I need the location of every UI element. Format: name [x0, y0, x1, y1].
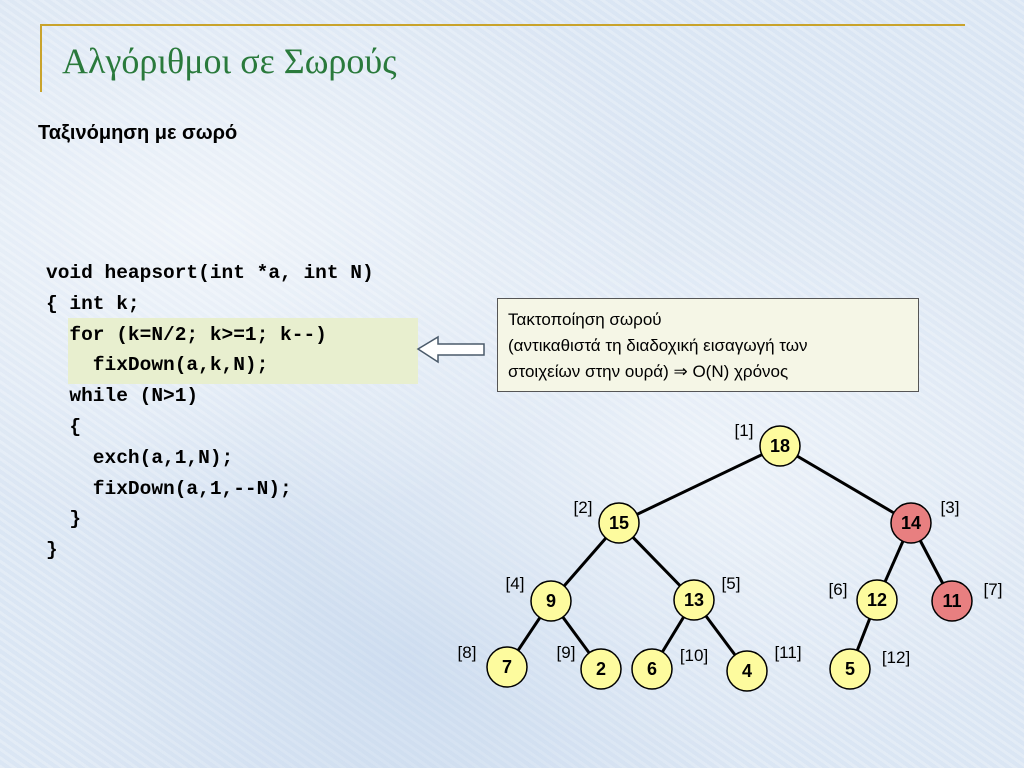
heap-node-circle [631, 648, 673, 690]
heap-node: 12 [6] [829, 579, 898, 621]
heap-node: 15 [2] [574, 498, 640, 544]
tree-edge [779, 444, 912, 525]
heap-node-index: [11] [774, 643, 801, 662]
heap-node-circle [673, 579, 715, 621]
code-line: while (N>1) [46, 385, 199, 408]
heap-node-index: [3] [941, 498, 960, 517]
heap-node-circle [856, 579, 898, 621]
heap-node-circle [890, 502, 932, 544]
heap-node-circle [580, 648, 622, 690]
heap-node: 13 [5] [673, 574, 741, 621]
code-line: void heapsort(int *a, int N) [46, 262, 374, 284]
heap-node-value: 7 [502, 657, 512, 677]
code-highlight [68, 318, 418, 384]
heap-node-index: [10] [680, 646, 708, 665]
code-block: void heapsort(int *a, int N) { int k; fo… [46, 258, 374, 566]
code-line: { int k; [46, 292, 140, 315]
heap-node-circle [931, 580, 973, 622]
code-line: fixDown(a,k,N); [46, 354, 269, 377]
heap-node-index: [2] [574, 498, 593, 517]
heap-node: 11 [7] [931, 580, 1003, 622]
annotation-line: Τακτοποίηση σωρού [508, 310, 662, 329]
heap-node: 7 [8] [458, 643, 528, 688]
annotation-line: (αντικαθιστά τη διαδοχική εισαγωγή των [508, 336, 808, 355]
heap-node-circle [829, 648, 871, 690]
heap-node: 6 [10] [631, 646, 708, 690]
code-line: exch(a,1,N); [46, 446, 234, 469]
heap-node-value: 14 [901, 513, 921, 533]
heap-node-index: [9] [557, 643, 576, 662]
code-line: for (k=N/2; k>=1; k--) [46, 323, 327, 346]
heap-node-circle [759, 425, 801, 467]
slide-subtitle: Ταξινόμηση με σωρό [38, 122, 238, 144]
heap-node: 14 [3] [890, 498, 960, 544]
heap-node-value: 6 [647, 659, 657, 679]
heap-node-value: 2 [596, 659, 606, 679]
heap-node-value: 13 [684, 590, 704, 610]
heap-node-index: [4] [506, 574, 525, 593]
annotation-box: Τακτοποίηση σωρού (αντικαθιστά τη διαδοχ… [497, 298, 919, 392]
heap-node-index: [6] [829, 580, 848, 599]
heap-node-index: [7] [984, 580, 1003, 599]
heap-node-circle [530, 580, 572, 622]
left-arrow-icon [416, 335, 485, 364]
heap-node: 9 [4] [506, 574, 572, 622]
code-line: fixDown(a,1,--N); [46, 477, 292, 500]
title-rule-vertical [40, 24, 42, 92]
heap-node: 18 [1] [735, 421, 801, 467]
heap-node-value: 11 [942, 591, 961, 611]
code-line: } [46, 539, 58, 562]
heap-node: 4 [11] [726, 643, 802, 692]
heap-node-circle [726, 650, 768, 692]
annotation-line: στοιχείων στην ουρά) ⇒ O(N) χρόνος [508, 362, 789, 381]
heap-node-value: 12 [867, 590, 887, 610]
heap-node-value: 9 [546, 591, 556, 611]
slide-title: Αλγόριθμοι σε Σωρούς [62, 41, 397, 81]
heap-node-circle [598, 502, 640, 544]
heap-node: 2 [9] [557, 643, 622, 690]
code-line: } [46, 508, 82, 531]
heap-node-index: [12] [882, 648, 910, 667]
heap-node-value: 5 [845, 659, 855, 679]
heap-node-value: 18 [770, 436, 790, 456]
tree-edge [618, 444, 781, 525]
heap-node-index: [5] [722, 574, 741, 593]
heap-node-value: 15 [609, 513, 629, 533]
heap-node-index: [8] [458, 643, 477, 662]
heap-node-value: 4 [742, 661, 752, 681]
heap-node-index: [1] [735, 421, 754, 440]
heap-node-circle [486, 646, 528, 688]
title-rule-horizontal [40, 24, 965, 26]
heap-node: 5 [12] [829, 648, 910, 690]
code-line: { [46, 415, 82, 438]
